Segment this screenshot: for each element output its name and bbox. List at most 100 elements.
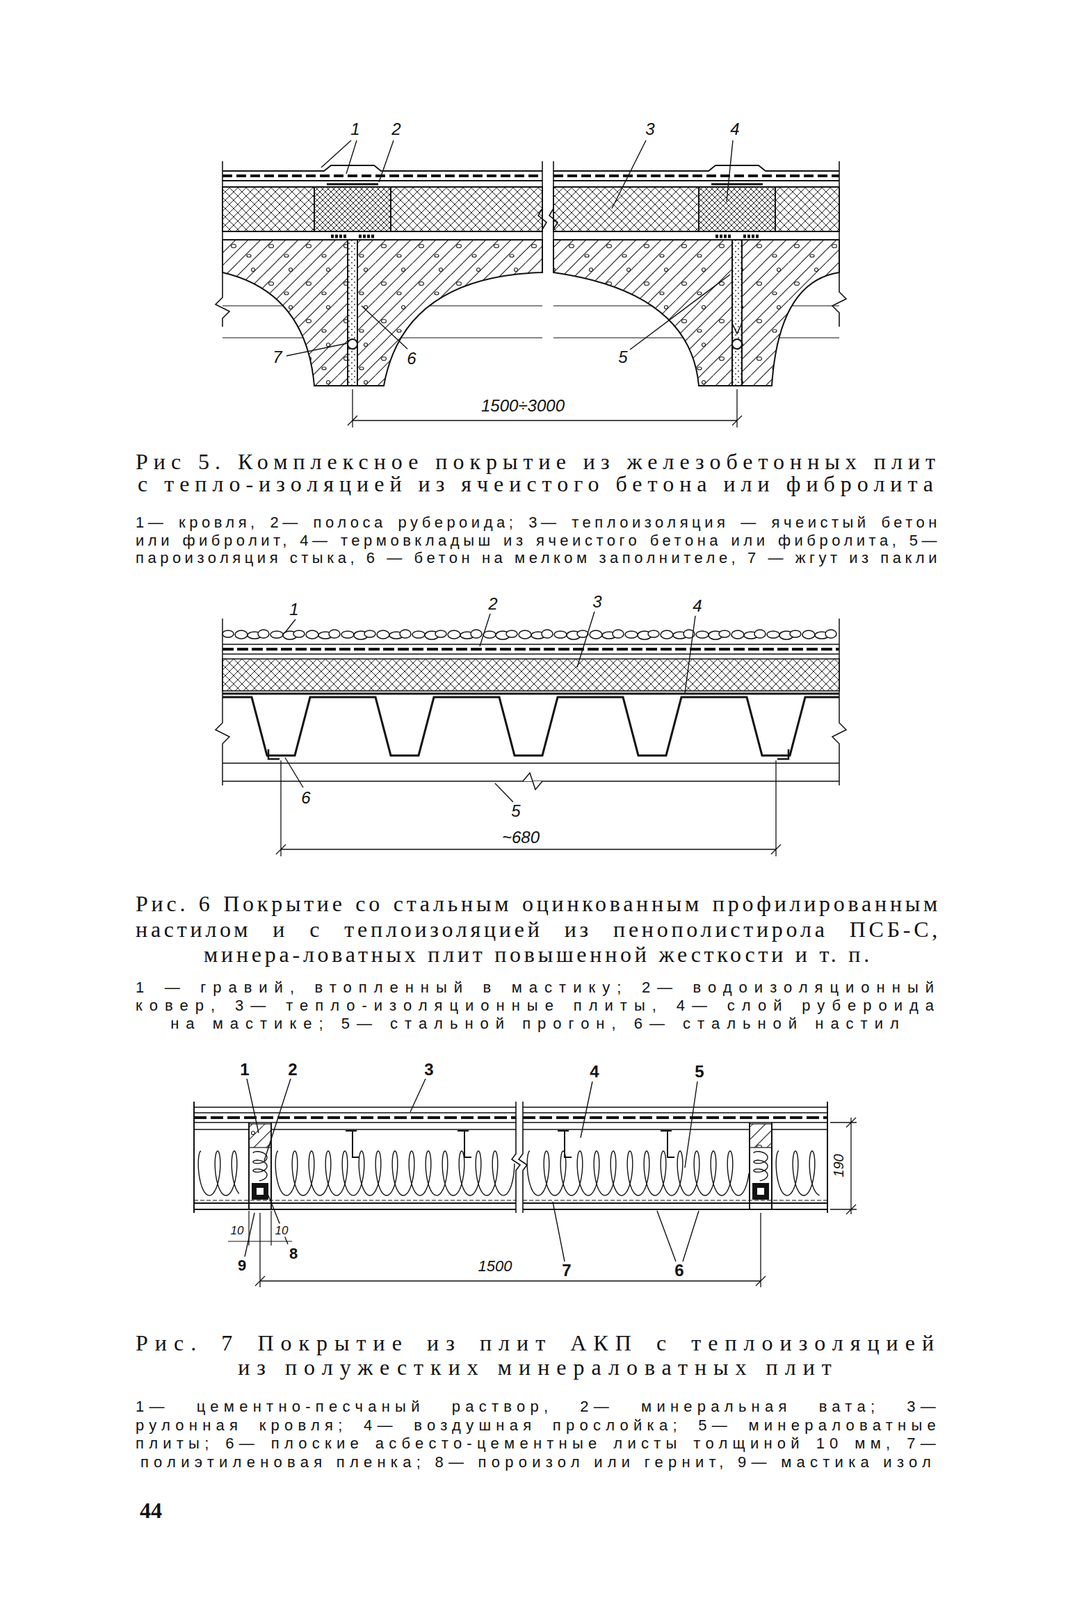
callout-number: 1	[237, 1061, 252, 1080]
drawing-path	[222, 693, 840, 696]
callout-number: 1	[287, 600, 301, 619]
drawing-rect	[698, 187, 776, 232]
callout-number: 7	[270, 348, 284, 367]
figure-6-drawing	[215, 611, 847, 857]
drawing-path	[732, 323, 742, 334]
drawing-ellipse	[270, 631, 283, 639]
drawing-path	[276, 760, 781, 857]
drawing-path	[193, 1200, 828, 1202]
drawing-path	[775, 1151, 820, 1196]
drawing-ellipse	[435, 630, 447, 638]
gravel	[222, 629, 837, 640]
drawing-path	[286, 140, 733, 356]
drawing-path	[347, 389, 742, 428]
drawing-ellipse	[789, 630, 801, 638]
drawing-path	[511, 1102, 528, 1214]
figure-caption: Рис. 7 Покрытие из плит АКП с теплоизоля…	[135, 1331, 941, 1381]
drawing-path	[222, 648, 840, 651]
drawing-ellipse	[612, 629, 624, 639]
callout-number: 3	[422, 1061, 436, 1080]
drawing-path	[248, 1122, 772, 1210]
drawing-rect	[222, 187, 543, 232]
drawing-ellipse	[554, 631, 567, 639]
drawing-ellipse	[754, 629, 766, 639]
callout-number: 5	[616, 348, 630, 367]
dimension-label: ~680	[499, 828, 542, 847]
dimension-label: 190	[830, 1152, 847, 1180]
callout-number: 6	[672, 1261, 686, 1281]
callout-number: 2	[486, 595, 500, 614]
drawing-ellipse	[802, 630, 815, 639]
callout-number: 3	[643, 120, 657, 139]
drawing-path	[268, 749, 789, 760]
drawing-rect	[256, 1188, 264, 1196]
drawing-path	[222, 653, 840, 655]
drawing-path	[222, 165, 840, 172]
drawing-ellipse	[589, 630, 603, 639]
drawing-ellipse	[483, 631, 496, 639]
figure-legend: 1 — гравий, втопленный в мастику; 2— вод…	[135, 979, 941, 1034]
page-number: 44	[137, 1499, 165, 1523]
drawing-ellipse	[364, 630, 376, 638]
drawing-path	[255, 1213, 766, 1288]
drawing-rect	[248, 1124, 272, 1148]
drawing-path	[244, 1079, 699, 1262]
drawing-path	[193, 1203, 828, 1210]
drawing-path	[830, 1118, 857, 1215]
drawing-ellipse	[718, 630, 731, 638]
drawing-path	[222, 697, 840, 756]
drawing-ellipse	[447, 630, 461, 639]
drawing-ellipse	[235, 630, 248, 639]
drawing-path	[345, 1131, 675, 1158]
drawing-ellipse	[541, 629, 553, 639]
drawing-path	[222, 174, 840, 178]
drawing-rect	[749, 1124, 772, 1148]
drawing-ellipse	[648, 630, 660, 638]
drawing-rect	[553, 187, 840, 232]
drawing-path	[193, 1107, 828, 1114]
drawing-path	[527, 1151, 749, 1196]
drawing-path	[198, 1151, 240, 1196]
drawing-ellipse	[660, 630, 674, 639]
drawing-path	[275, 1151, 515, 1196]
drawing-rect	[757, 1188, 765, 1196]
drawing-ellipse	[731, 630, 744, 639]
callout-number: 4	[690, 597, 704, 616]
callout-number: 5	[508, 802, 523, 821]
dimension-label: 10	[273, 1224, 291, 1238]
drawing-path	[326, 183, 763, 186]
figure-legend: 1— кровля, 2— полоса рубероида; 3— тепло…	[135, 513, 941, 568]
drawing-ellipse	[825, 629, 837, 639]
drawing-ellipse	[341, 631, 354, 639]
drawing-ellipse	[506, 630, 518, 638]
callout-number: 2	[389, 120, 403, 139]
drawing-rect	[347, 239, 358, 386]
drawing-path	[222, 239, 348, 386]
drawing-ellipse	[696, 631, 709, 639]
drawing-rect	[732, 239, 742, 386]
drawing-path	[222, 643, 840, 646]
drawing-path	[357, 239, 543, 386]
drawing-ellipse	[518, 630, 532, 639]
dimension-label: 10	[228, 1224, 247, 1238]
mineral-wool	[198, 1151, 820, 1196]
figure-legend: 1— цементно-песчаный раствор, 2— минерал…	[135, 1398, 941, 1473]
drawing-rect	[753, 1184, 769, 1200]
figure-7-drawing	[193, 1079, 857, 1288]
figure-5-drawing	[215, 140, 847, 428]
drawing-ellipse	[412, 631, 425, 639]
callout-number: 9	[235, 1257, 249, 1275]
drawing-ellipse	[376, 630, 390, 639]
callout-number: 5	[692, 1063, 706, 1082]
drawing-rect	[222, 659, 840, 692]
callout-number: 8	[287, 1246, 300, 1263]
drawing-path	[193, 1122, 828, 1130]
drawing-path	[753, 1152, 768, 1182]
drawing-path	[253, 1152, 267, 1182]
drawing-ellipse	[328, 629, 341, 639]
drawing-path	[228, 1211, 293, 1246]
drawing-path	[285, 611, 696, 803]
drawing-circle	[347, 339, 358, 350]
